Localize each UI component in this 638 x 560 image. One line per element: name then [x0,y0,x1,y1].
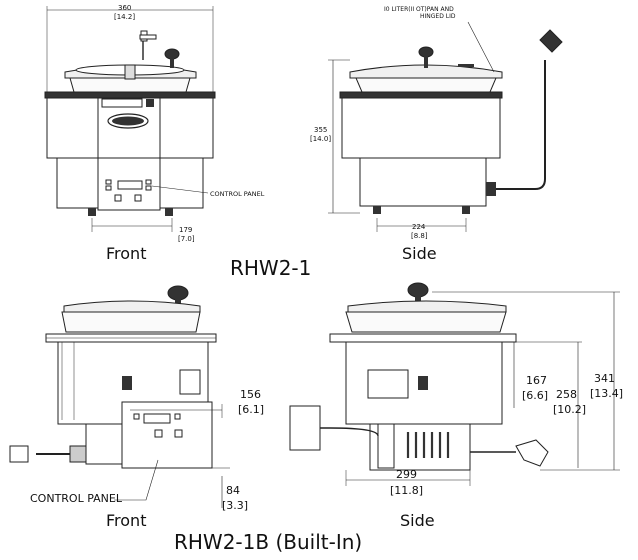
bottom-h2-mm: 258 [556,388,577,401]
bottom-h1-mm: 167 [526,374,547,387]
bottom-side-view [289,282,620,486]
bottom-offset-in: [6.1] [238,403,265,416]
bottom-front-view [9,285,230,508]
bottom-front-label: Front [106,511,147,530]
top-front-view [44,6,216,232]
bottom-offset-mm: 156 [240,388,261,401]
top-width-in: [14.2] [114,13,136,21]
top-control-panel-label: CONTROL PANEL [210,190,265,198]
bottom-panel-depth-mm: 84 [226,484,240,497]
bottom-depth-in: [11.8] [390,484,424,497]
top-width-mm: 360 [118,4,132,12]
top-height-in: [14.0] [310,135,332,143]
top-leg-span-mm: 179 [179,226,193,234]
top-front-label: Front [106,244,147,263]
vent-slots [406,432,450,458]
top-side-leg-span-mm: 224 [412,223,426,231]
bottom-side-label: Side [400,511,435,530]
bottom-h2-in: [10.2] [553,403,587,416]
bottom-h3-in: [13.4] [590,387,624,400]
bottom-h1-in: [6.6] [522,389,549,402]
bottom-h3-mm: 341 [594,372,615,385]
top-side-leg-span-in: [8.8] [411,232,428,240]
pan-note-line2: HINGED LID [420,13,456,20]
top-height-mm: 355 [314,126,328,134]
bottom-panel-depth-in: [3.3] [222,499,249,512]
top-leg-span-in: [7.0] [178,235,195,243]
pan-note-line1: I0 LITER(II OT)PAN AND [384,6,454,13]
top-model-title: RHW2-1 [230,256,312,280]
top-side-view [328,21,563,232]
bottom-control-panel-label: CONTROL PANEL [30,492,122,505]
bottom-model-title: RHW2-1B (Built-In) [174,530,363,554]
bottom-depth-mm: 299 [396,468,417,481]
top-side-label: Side [402,244,437,263]
